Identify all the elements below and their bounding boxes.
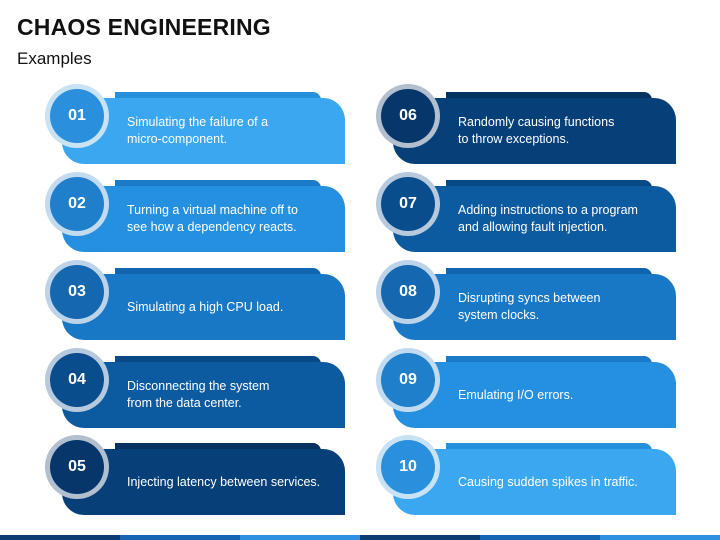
example-text-label: Simulating the failure of a micro-compon… [127, 115, 269, 146]
example-number: 02 [50, 177, 104, 231]
example-number: 06 [381, 89, 435, 143]
footer-segment [360, 535, 480, 540]
example-card [62, 362, 345, 428]
example-item-02: 02 Turning a virtual machine off to see h… [45, 172, 345, 252]
footer-segment [120, 535, 240, 540]
slide-subtitle: Examples [17, 49, 92, 68]
example-text: Disrupting syncs between system clocks. [458, 274, 670, 340]
example-text-label: Disrupting syncs between system clocks. [458, 291, 601, 322]
example-item-04: 04 Disconnecting the system from the data… [45, 348, 345, 428]
example-item-08: 08 Disrupting syncs between system clocks… [376, 260, 676, 340]
example-card [393, 362, 676, 428]
example-number: 01 [50, 89, 104, 143]
example-item-06: 06 Randomly causing functions to throw ex… [376, 84, 676, 164]
example-number: 07 [381, 177, 435, 231]
example-item-01: 01 Simulating the failure of a micro-comp… [45, 84, 345, 164]
example-number: 10 [381, 440, 435, 494]
example-text: Adding instructions to a program and all… [458, 186, 670, 252]
example-text-label: Simulating a high CPU load. [127, 299, 284, 314]
footer-segment [600, 535, 720, 540]
example-number: 05 [50, 440, 104, 494]
example-text: Simulating the failure of a micro-compon… [127, 98, 339, 164]
example-number: 09 [381, 353, 435, 407]
example-text: Injecting latency between services. [127, 449, 339, 515]
example-text: Emulating I/O errors. [458, 362, 670, 428]
example-number: 03 [50, 265, 104, 319]
example-text: Disconnecting the system from the data c… [127, 362, 339, 428]
example-text-label: Randomly causing functions to throw exce… [458, 115, 615, 146]
example-text: Causing sudden spikes in traffic. [458, 449, 670, 515]
example-number: 08 [381, 265, 435, 319]
example-card [393, 186, 676, 252]
example-text: Turning a virtual machine off to see how… [127, 186, 339, 252]
example-card [62, 98, 345, 164]
example-number: 04 [50, 353, 104, 407]
example-text-label: Disconnecting the system from the data c… [127, 379, 270, 410]
example-card [393, 274, 676, 340]
footer-bar [0, 535, 720, 540]
example-text-label: Turning a virtual machine off to see how… [127, 203, 298, 234]
example-card [393, 449, 676, 515]
example-card [62, 186, 345, 252]
example-text-label: Emulating I/O errors. [458, 387, 574, 402]
example-text-label: Causing sudden spikes in traffic. [458, 474, 638, 489]
example-text: Randomly causing functions to throw exce… [458, 98, 670, 164]
footer-segment [0, 535, 120, 540]
footer-segment [480, 535, 600, 540]
example-text-label: Injecting latency between services. [127, 474, 321, 489]
example-item-07: 07 Adding instructions to a program and a… [376, 172, 676, 252]
example-card [62, 449, 345, 515]
footer-segment [240, 535, 360, 540]
example-text: Simulating a high CPU load. [127, 274, 339, 340]
example-text-label: Adding instructions to a program and all… [458, 203, 638, 234]
example-card [393, 98, 676, 164]
example-card [62, 274, 345, 340]
slide-title: CHAOS ENGINEERING [17, 14, 271, 40]
